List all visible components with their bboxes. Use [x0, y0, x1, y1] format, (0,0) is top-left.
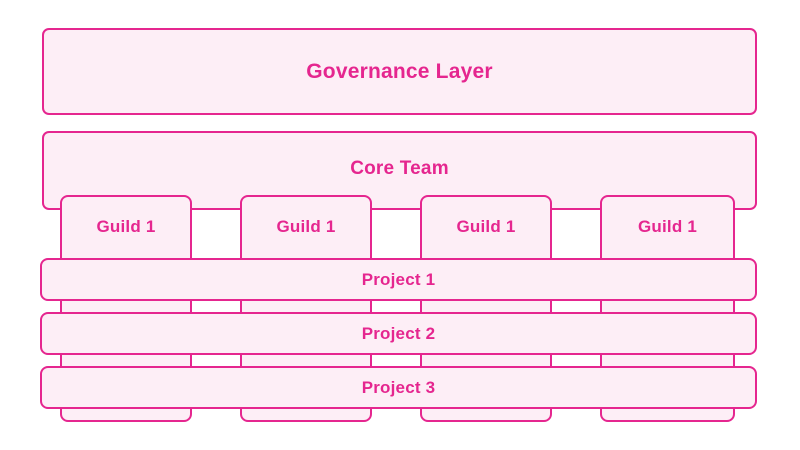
- guild-label-1: Guild 1: [96, 217, 156, 236]
- project-label-3: Project 3: [361, 377, 436, 397]
- project-label-1: Project 1: [361, 269, 436, 289]
- guild-label-2: Guild 1: [276, 217, 336, 236]
- core-team-label: Core Team: [350, 158, 449, 179]
- governance-layer-box: Governance Layer: [42, 28, 757, 115]
- guild-label-3: Guild 1: [456, 217, 516, 236]
- project-bar-3: Project 3: [40, 366, 757, 409]
- project-label-2: Project 2: [361, 323, 436, 343]
- project-bar-2: Project 2: [40, 312, 757, 355]
- project-bar-1: Project 1: [40, 258, 757, 301]
- guild-label-4: Guild 1: [637, 217, 698, 236]
- governance-layer-label: Governance Layer: [306, 59, 493, 83]
